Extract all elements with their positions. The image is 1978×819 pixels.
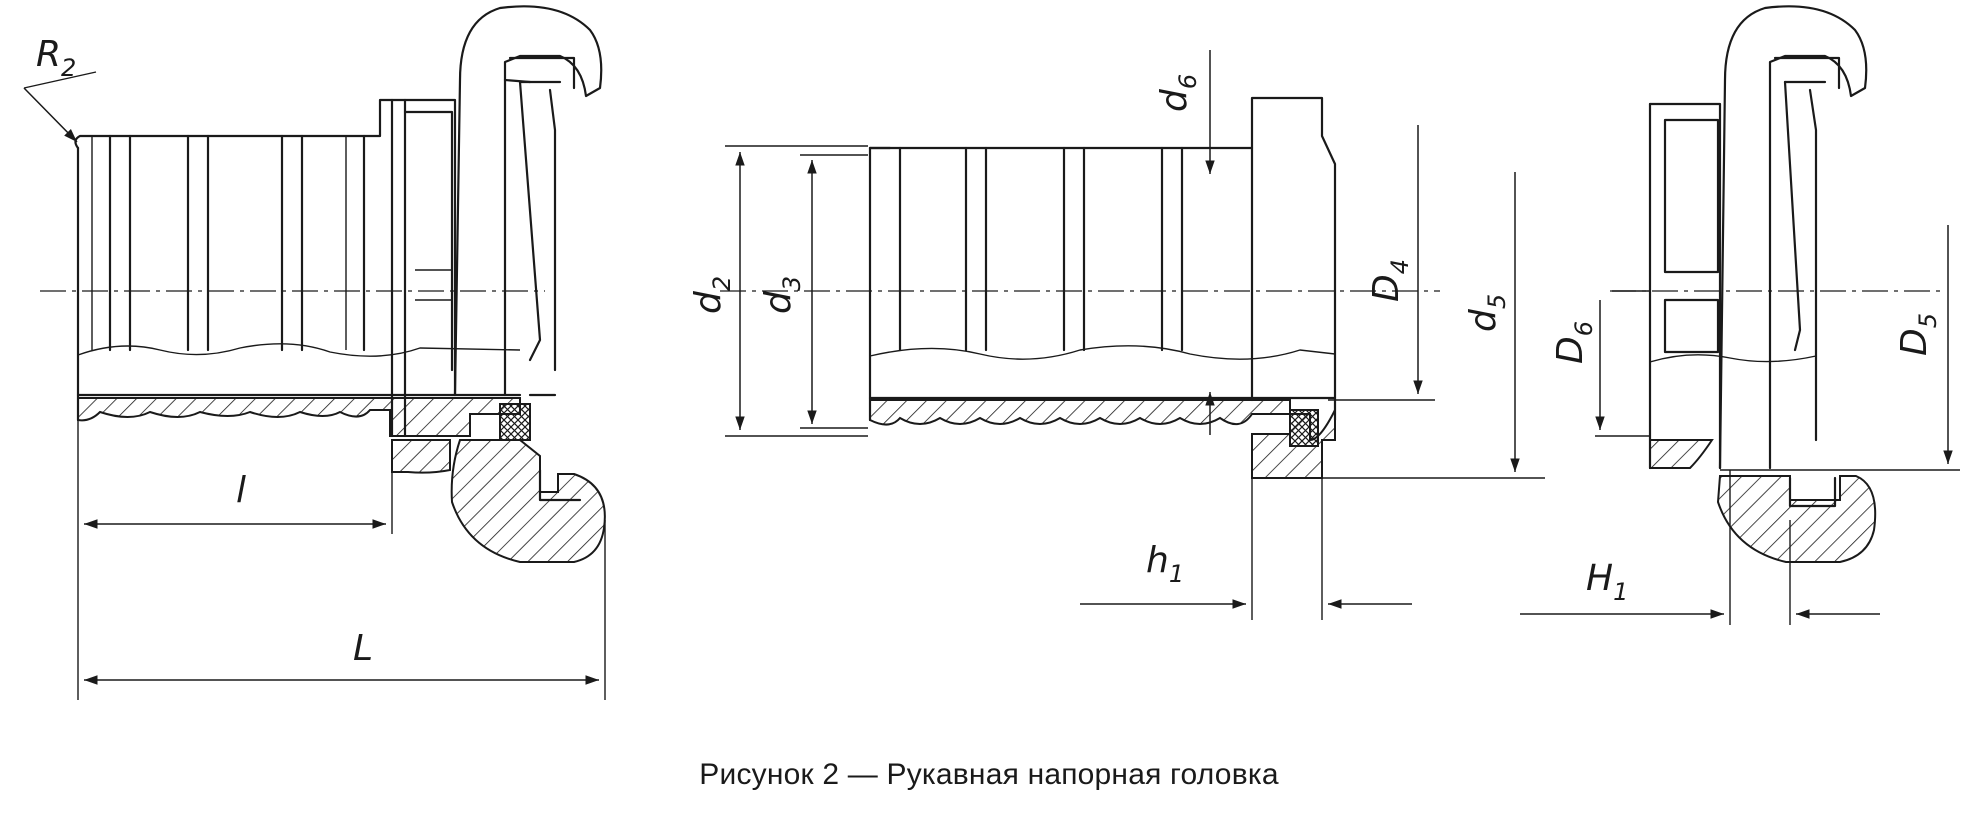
- label-l-small: l: [236, 470, 246, 511]
- label-d2: d2: [688, 276, 736, 314]
- right-view-ring: [1520, 5, 1960, 625]
- label-l-total: L: [353, 628, 373, 669]
- label-D6: D6: [1550, 321, 1598, 364]
- dimension-labels: R2 l L d2 d3 d6 D4 d5 h1 D6 H1 D5: [36, 34, 1942, 669]
- left-view-head: [23, 5, 606, 700]
- label-d5: d5: [1463, 294, 1511, 332]
- figure-caption: Рисунок 2 — Рукавная напорная головка: [699, 758, 1279, 791]
- middle-view-shank: [720, 50, 1545, 620]
- label-H1: H1: [1586, 558, 1628, 606]
- label-D4: D4: [1366, 259, 1414, 302]
- label-r2: R2: [36, 34, 76, 82]
- label-d3: d3: [758, 276, 806, 314]
- label-d6: d6: [1154, 74, 1202, 112]
- label-h1: h1: [1146, 540, 1184, 588]
- label-D5: D5: [1894, 313, 1942, 356]
